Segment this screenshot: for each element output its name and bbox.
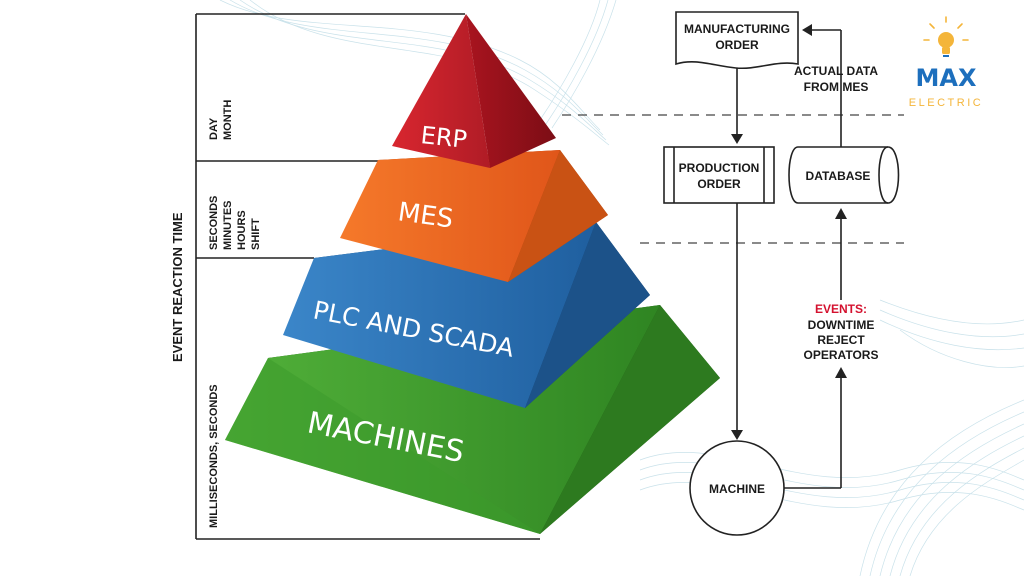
band-label-month: MONTH bbox=[222, 100, 234, 140]
tier-mes: MES bbox=[340, 150, 608, 282]
automation-pyramid: MACHINES PLC AND SCADA MES ERP bbox=[225, 14, 720, 534]
logo-subtitle: ELECTRIC bbox=[909, 97, 983, 109]
band-label-hours: HOURS bbox=[236, 210, 248, 250]
manufacturing-order-box bbox=[675, 11, 799, 70]
machine-label: MACHINE bbox=[709, 482, 765, 496]
axis-title: EVENT REACTION TIME bbox=[170, 212, 185, 362]
production-order-box bbox=[663, 146, 775, 204]
lightbulb-icon bbox=[923, 16, 969, 57]
band-label-shift: SHIFT bbox=[250, 218, 262, 250]
decorative-wave-lines bbox=[219, 0, 1024, 576]
actual-data-line2: FROM MES bbox=[804, 80, 869, 94]
band-day-month: DAY MONTH bbox=[208, 100, 234, 140]
layer-separators bbox=[562, 114, 904, 244]
production-order-line2: ORDER bbox=[697, 177, 741, 191]
events-item-operators: OPERATORS bbox=[804, 348, 879, 362]
mes-flow-diagram bbox=[663, 11, 900, 536]
production-order-line1: PRODUCTION bbox=[679, 161, 760, 175]
manufacturing-order-line2: ORDER bbox=[715, 38, 759, 52]
band-label-milliseconds: MILLISECONDS, SECONDS bbox=[208, 384, 220, 528]
tier-erp: ERP bbox=[392, 14, 556, 168]
events-item-reject: REJECT bbox=[817, 333, 865, 347]
actual-data-line1: ACTUAL DATA bbox=[794, 64, 878, 78]
events-item-downtime: DOWNTIME bbox=[808, 318, 875, 332]
reaction-time-axis bbox=[195, 13, 540, 540]
logo-wordmark: MAX bbox=[916, 64, 977, 92]
database-label: DATABASE bbox=[806, 169, 871, 183]
band-label-day: DAY bbox=[208, 117, 220, 140]
manufacturing-order-line1: MANUFACTURING bbox=[684, 22, 790, 36]
band-seconds-shift: SECONDS MINUTES HOURS SHIFT bbox=[208, 196, 262, 250]
events-title: EVENTS: bbox=[815, 302, 867, 316]
tier-label-erp: ERP bbox=[419, 121, 468, 154]
flow-labels: MANUFACTURING ORDER ACTUAL DATA FROM MES… bbox=[679, 22, 879, 496]
max-electric-logo: MAX ELECTRIC bbox=[909, 16, 983, 109]
band-label-minutes: MINUTES bbox=[222, 201, 234, 251]
database-cylinder bbox=[788, 146, 900, 204]
band-label-seconds: SECONDS bbox=[208, 196, 220, 250]
